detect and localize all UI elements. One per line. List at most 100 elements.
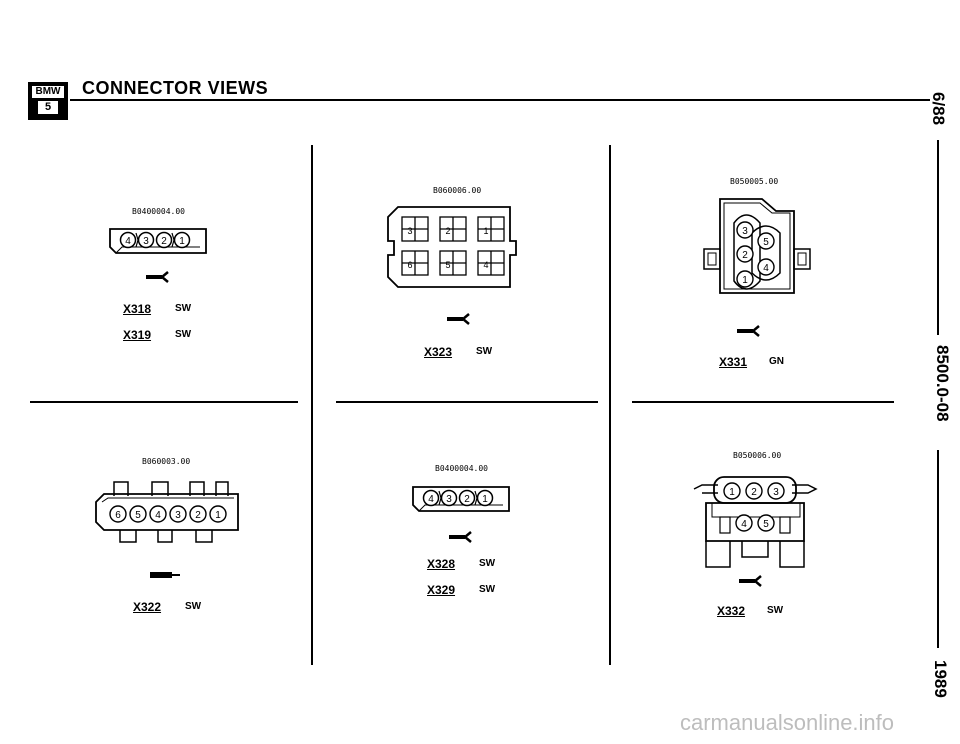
logo-series-number: 5 [38,101,58,114]
column-divider-left [311,145,313,665]
pin-label: 6 [115,510,121,521]
pin-circle [155,231,173,249]
bmw-5-series-logo: BMW 5 [28,82,68,120]
wire-color: SW [479,584,496,595]
row-divider-col3 [632,401,894,403]
pin-label: 4 [155,510,161,521]
row-divider-col2 [336,401,598,403]
pin-label: 4 [741,519,747,530]
pin-circle [458,489,476,507]
female-terminal-symbol [737,325,760,337]
connector-code: X318 [123,302,152,316]
pin-label: 1 [483,226,488,236]
header-rule [70,99,930,101]
connector-part-number: B060003.00 [142,457,191,466]
connector-code: X329 [427,583,456,597]
pin-circle [757,514,775,532]
logo-bmw-text: BMW [32,86,64,98]
connector-diagram: 3 2 1 6 5 4 [387,206,517,288]
pin-circle [169,505,187,523]
connector-part-number: B0400004.00 [435,464,488,473]
column-divider-right [609,145,611,665]
wire-color: SW [175,329,192,340]
pin-label: 3 [773,487,779,498]
wire-color: SW [476,346,493,357]
pin-label: 5 [135,510,141,521]
pin-label: 2 [742,250,748,261]
pin-circle [736,270,754,288]
pin-circle [109,505,127,523]
wire-color: SW [479,558,496,569]
pin-label: 2 [445,226,450,236]
wire-color: SW [767,605,784,616]
female-terminal-symbol [449,531,472,543]
connector-code: X328 [427,557,456,571]
pin-label: 2 [464,494,470,505]
pin-label: 1 [215,510,221,521]
side-rule-2 [937,450,939,648]
pin-circle [736,245,754,263]
pin-label: 1 [742,275,748,286]
connector-code: X323 [424,345,453,359]
connector-part-number: B0400004.00 [132,207,185,216]
connector-part-number: B060006.00 [433,186,482,195]
connector-code: X331 [719,355,748,369]
pin-label: 5 [445,260,450,270]
connector-diagram: 4 3 2 1 [109,228,207,254]
connector-part-number: B050005.00 [730,177,779,186]
pin-circle [149,505,167,523]
pin-label: 3 [407,226,412,236]
pin-label: 2 [751,487,757,498]
connector-diagram: 3 5 2 4 1 [703,198,811,294]
pin-label: 2 [195,510,201,521]
pin-circle [129,505,147,523]
male-terminal-symbol [150,572,180,578]
pin-circle [757,232,775,250]
pin-label: 3 [143,236,149,247]
side-rule-1 [937,140,939,335]
pin-circle [119,231,137,249]
pin-label: 1 [482,494,488,505]
pin-label: 3 [175,510,181,521]
connector-code: X322 [133,600,162,614]
wire-color: SW [175,303,192,314]
pin-circle [735,514,753,532]
pin-circle [209,505,227,523]
pin-circle [745,482,763,500]
pin-label: 4 [483,260,488,270]
pin-label: 1 [729,487,735,498]
pin-label: 3 [742,226,748,237]
connector-code: X319 [123,328,152,342]
pin-label: 5 [763,237,769,248]
wire-color: GN [769,356,784,367]
pin-label: 3 [446,494,452,505]
pin-circle [189,505,207,523]
pin-circle [723,482,741,500]
connector-part-number: B050006.00 [733,451,782,460]
female-terminal-symbol [739,575,762,587]
pin-circle [757,258,775,276]
pin-label: 1 [179,236,185,247]
pin-circle [422,489,440,507]
connector-code: X332 [717,604,746,618]
pin-circle [736,221,754,239]
female-terminal-symbol [447,313,470,325]
pin-label: 4 [763,263,769,274]
connector-diagram: 4 3 2 1 [412,486,510,512]
wire-color: SW [185,601,202,612]
pin-label: 4 [125,236,131,247]
pin-label: 4 [428,494,434,505]
page-title: CONNECTOR VIEWS [82,78,269,98]
pin-label: 6 [407,260,412,270]
connector-diagram: 6 5 4 3 2 1 [95,481,239,543]
pin-label: 2 [161,236,167,247]
female-terminal-symbol [146,271,169,283]
connector-diagram: 1 2 3 4 5 [693,476,818,568]
side-doc-number: 8500.0-08 [933,345,952,422]
row-divider-col1 [30,401,298,403]
side-year: 1989 [931,660,950,698]
pin-label: 5 [763,519,769,530]
side-date: 6/88 [929,92,948,126]
watermark-text: carmanualsonline.info [680,710,895,735]
pin-circle [767,482,785,500]
